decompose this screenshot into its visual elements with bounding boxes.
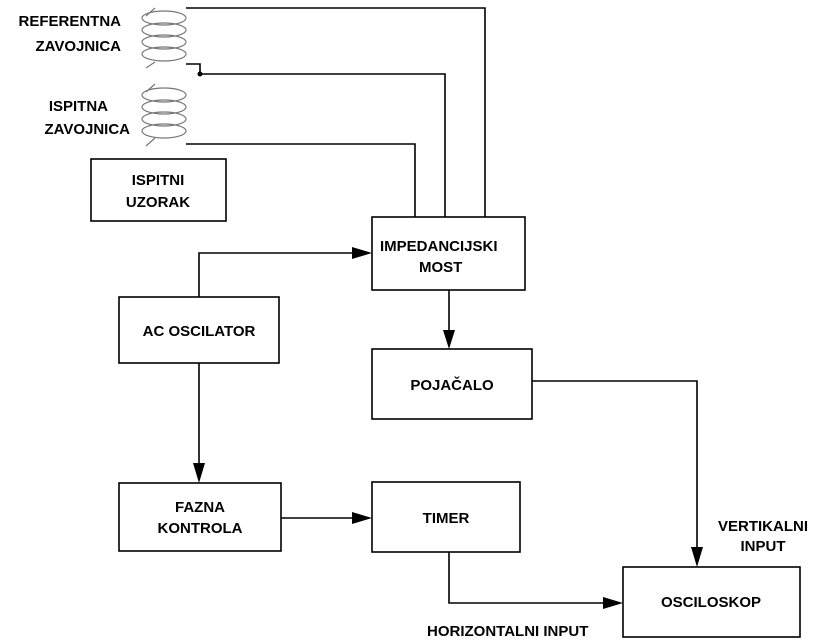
impedance-bridge-label-line-2: MOST xyxy=(419,259,462,276)
test-coil-wire xyxy=(186,143,416,217)
impedance-bridge-block xyxy=(371,216,526,291)
vertical-input-label-line-2: INPUT xyxy=(741,538,786,555)
test-coil-label-line-1: ISPITNA xyxy=(49,98,108,115)
oscillator-to-phase-control-arrowhead xyxy=(193,463,205,483)
ac-oscillator-label: AC OSCILATOR xyxy=(143,323,256,340)
horizontal-input-label: HORIZONTALNI INPUT xyxy=(427,623,588,640)
phase-control-to-timer-arrowhead xyxy=(352,512,372,524)
bridge-to-amplifier-arrowhead xyxy=(443,330,455,349)
oscilloscope-block xyxy=(622,566,801,638)
test-sample-label-line-2: UZORAK xyxy=(126,194,190,211)
vertical-input-label-line-1: VERTIKALNI xyxy=(718,518,808,535)
oscillator-to-bridge-wire xyxy=(198,252,352,297)
amplifier-block xyxy=(371,348,533,420)
test-coil-label-line-2: ZAVOJNICA xyxy=(44,121,130,138)
phase-control-label-line-1: FAZNA xyxy=(175,499,225,516)
reference-coil-wire xyxy=(186,7,486,217)
reference-coil-label-line-2: ZAVOJNICA xyxy=(35,38,121,55)
oscillator-to-bridge-arrowhead xyxy=(352,247,372,259)
phase-control-label-line-2: KONTROLA xyxy=(158,520,243,537)
oscilloscope-label: OSCILOSKOP xyxy=(661,594,761,611)
test-sample-label-line-1: ISPITNI xyxy=(132,172,185,189)
vertical-input-arrowhead xyxy=(691,547,703,567)
amplifier-to-oscilloscope-wire xyxy=(532,380,698,547)
ac-oscillator-block xyxy=(118,296,280,364)
horizontal-input-arrowhead xyxy=(603,597,623,609)
reference-coil-label-line-1: REFERENTNA xyxy=(18,13,121,30)
reference-coil-icon xyxy=(141,7,187,69)
impedance-bridge-label-line-1: IMPEDANCIJSKI xyxy=(380,238,498,255)
test-coil-icon xyxy=(141,83,187,147)
phase-control-block xyxy=(118,482,282,552)
timer-label: TIMER xyxy=(423,510,470,527)
junction-dot xyxy=(197,71,203,77)
timer-block xyxy=(371,481,521,553)
amplifier-label: POJAČALO xyxy=(410,376,494,394)
test-sample-block xyxy=(90,158,227,222)
timer-to-oscilloscope-wire xyxy=(448,552,603,604)
